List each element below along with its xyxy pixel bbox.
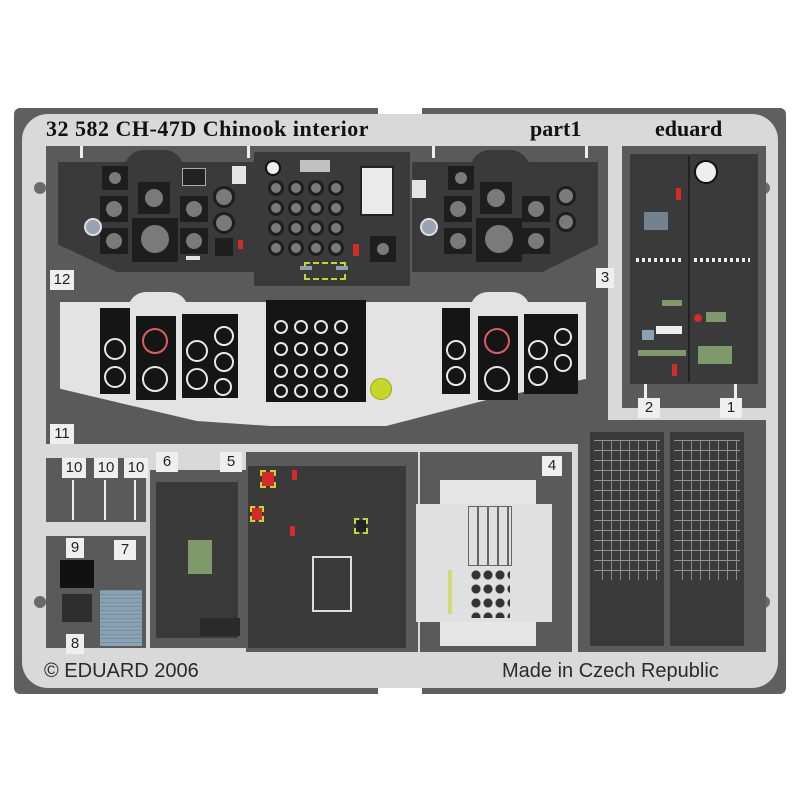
part-number-label: 11 [50,424,74,444]
part-number-label: 3 [596,268,614,288]
part-7-glass [100,590,142,646]
part-number-label: 7 [114,540,136,560]
part-number-label: 4 [542,456,562,476]
part-number-label: 10 [124,458,148,478]
fret-part: part1 [530,116,582,141]
display-screen [360,166,394,216]
part-number-label: 12 [50,270,74,290]
part-number-label: 10 [94,458,118,478]
copyright: © EDUARD 2006 [44,660,199,682]
part-number-label: 2 [638,398,660,418]
alignment-hole [34,182,46,194]
red-indicator [238,240,243,249]
clock-icon [265,160,281,176]
part-number-label: 8 [66,634,84,654]
side-console-panel [630,154,758,384]
switch-block [182,168,206,186]
yellow-switch-guard [304,262,346,280]
part-9 [60,560,94,588]
part-number-label: 1 [720,398,742,418]
sprue-gap-bottom [378,688,422,700]
origin: Made in Czech Republic [502,660,719,682]
fret-title: 32 582 CH-47D Chinook interior [46,116,369,141]
alignment-hole [34,596,46,608]
lcd-display [188,540,212,574]
part-number-label: 9 [66,538,84,558]
part-number-label: 6 [156,452,178,472]
sprue-gap-top [378,104,422,114]
brand-logo: eduard [655,116,723,141]
yellow-knob [370,378,392,400]
part-number-label: 5 [220,452,242,472]
part-number-label: 10 [62,458,86,478]
emblem [84,218,102,236]
placard [232,166,246,184]
